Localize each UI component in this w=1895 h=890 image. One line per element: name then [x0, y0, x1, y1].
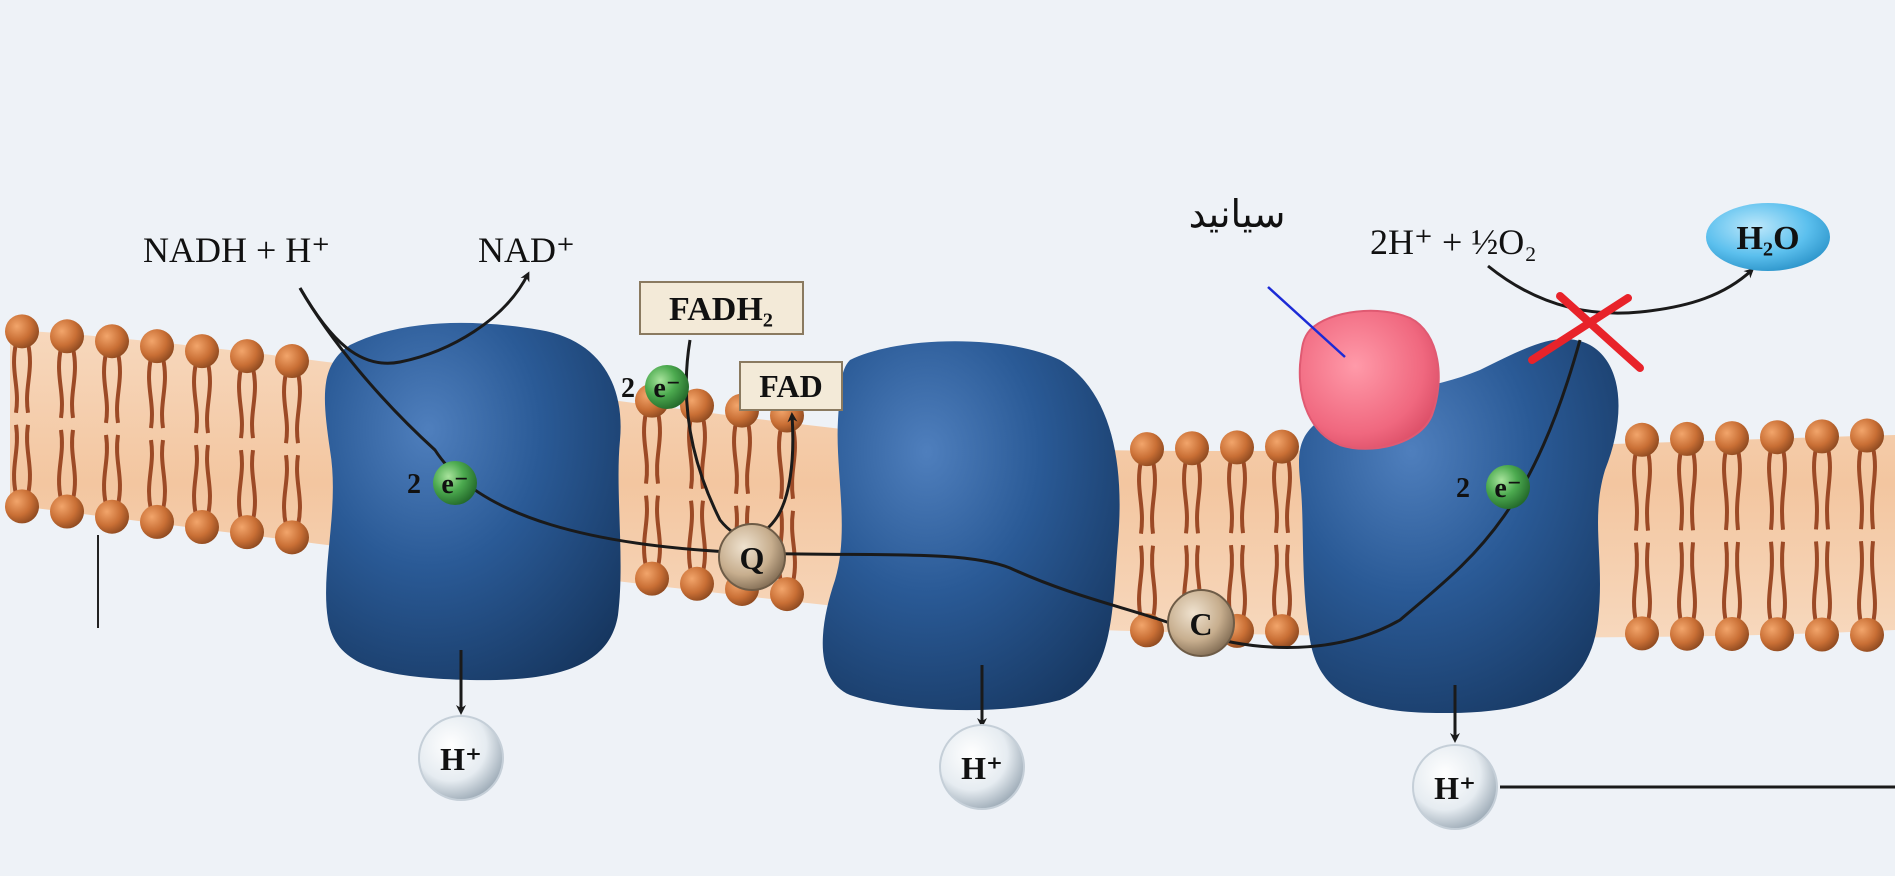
water-label: H₂O [1736, 220, 1799, 257]
electron-symbol-label: e⁻ [1494, 473, 1521, 504]
lipid-head [1130, 432, 1164, 466]
electron-symbol-label: e⁻ [653, 373, 680, 404]
cyanide-label: سيانيد [1189, 192, 1286, 236]
lipid-head [1625, 616, 1659, 650]
lipid-head [185, 334, 219, 368]
fadh2-label: FADH₂ [669, 291, 773, 328]
ubiquinone-carrier: Q [719, 524, 785, 590]
lipid-head [50, 495, 84, 529]
c-label: C [1189, 606, 1212, 642]
electron-symbol-label: e⁻ [441, 469, 468, 500]
lipid-head [1625, 423, 1659, 457]
lipid-head [1760, 617, 1794, 651]
lipid-head [1670, 617, 1704, 651]
lipid-head [1715, 421, 1749, 455]
lipid-head [5, 489, 39, 523]
proton-label: H⁺ [961, 750, 1003, 786]
lipid-head [1715, 617, 1749, 651]
proton-complex-i: H⁺ [419, 716, 503, 800]
lipid-head [230, 515, 264, 549]
lipid-head [680, 567, 714, 601]
q-label: Q [740, 540, 765, 576]
nad-label: NAD⁺ [478, 230, 575, 270]
lipid-head [770, 577, 804, 611]
lipid-head [275, 344, 309, 378]
lipid-head [95, 500, 129, 534]
lipid-head [1670, 422, 1704, 456]
cyanide-inhibitor [1300, 311, 1439, 449]
lipid-head [230, 339, 264, 373]
lipid-head [95, 324, 129, 358]
proton-complex-iii: H⁺ [940, 725, 1024, 809]
lipid-head [1220, 430, 1254, 464]
lipid-head [1265, 614, 1299, 648]
lipid-head [140, 505, 174, 539]
lipid-head [1850, 419, 1884, 453]
lipid-head [50, 319, 84, 353]
lipid-head [1265, 430, 1299, 464]
fadh2-label-box: FADH₂ [640, 282, 803, 334]
cytochrome-c-carrier: C [1168, 590, 1234, 656]
nadh-label: NADH + H⁺ [143, 230, 330, 270]
lipid-head [1760, 420, 1794, 454]
electron-count-label: 2 [407, 469, 421, 500]
complex-iii [823, 341, 1120, 710]
lipid-head [1175, 431, 1209, 465]
lipid-head [140, 329, 174, 363]
fad-label-box: FAD [740, 362, 842, 410]
lipid-head [275, 520, 309, 554]
proton-label: H⁺ [440, 741, 482, 777]
electron-count-label: 2 [621, 373, 635, 404]
lipid-head [5, 314, 39, 348]
panel-bottom-edge [0, 876, 1895, 890]
complex-i [325, 323, 621, 680]
electron-count-label: 2 [1456, 473, 1470, 504]
lipid-head [185, 510, 219, 544]
lipid-head [1805, 618, 1839, 652]
water-product: H₂O [1706, 203, 1830, 271]
lipid-head [635, 562, 669, 596]
lipid-head [1850, 618, 1884, 652]
oxygen-reaction-label: 2H⁺ + ½O₂ [1370, 222, 1537, 262]
lipid-head [1805, 419, 1839, 453]
fad-label: FAD [759, 368, 822, 404]
proton-label: H⁺ [1434, 770, 1476, 806]
proton-complex-iv: H⁺ [1413, 745, 1497, 829]
